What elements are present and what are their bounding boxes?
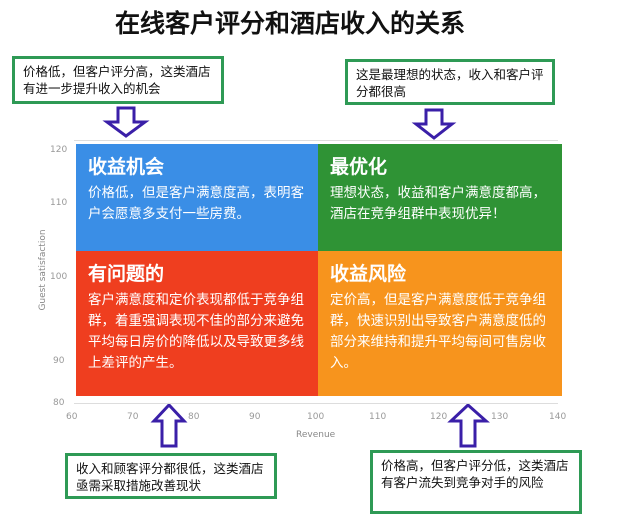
note-bottom-right: 价格高，但客户评分低，这类酒店有客户流失到竞争对手的风险 bbox=[370, 450, 582, 514]
y-tick: 120 bbox=[50, 145, 68, 155]
x-tick: 90 bbox=[249, 412, 261, 422]
note-bottom-left: 收入和顾客评分都很低，这类酒店亟需采取措施改善现状 bbox=[65, 453, 277, 499]
arrow-up-icon bbox=[447, 402, 490, 448]
y-tick: 90 bbox=[53, 356, 65, 366]
y-tick: 80 bbox=[53, 398, 65, 408]
x-tick: 110 bbox=[369, 412, 387, 422]
arrow-down-icon bbox=[102, 106, 150, 138]
quadrant-title: 收益机会 bbox=[88, 156, 165, 178]
arrow-down-icon bbox=[411, 108, 457, 140]
gridline bbox=[74, 403, 558, 404]
quadrant-revenue-opportunity: 收益机会 价格低，但是客户满意度高，表明客户会愿意多支付一些房费。 bbox=[76, 144, 318, 251]
quadrant-title: 有问题的 bbox=[88, 263, 165, 285]
quadrant-problematic: 有问题的 客户满意度和定价表现都低于竞争组群，着重强调表现不佳的部分来避免平均每… bbox=[76, 251, 318, 396]
y-axis-label: Guest satisfaction bbox=[38, 229, 48, 311]
arrow-up-icon bbox=[150, 402, 188, 448]
quadrant-text: 客户满意度和定价表现都低于竞争组群，着重强调表现不佳的部分来避免平均每日房价的降… bbox=[88, 292, 304, 371]
x-tick: 80 bbox=[188, 412, 200, 422]
x-axis-label: Revenue bbox=[296, 430, 336, 440]
y-tick: 110 bbox=[50, 198, 68, 208]
quadrant-text: 价格低，但是客户满意度高，表明客户会愿意多支付一些房费。 bbox=[88, 185, 304, 222]
quadrant-revenue-risk: 收益风险 定价高，但是客户满意度低于竞争组群，快速识别出导致客户满意度低的部分来… bbox=[318, 251, 562, 396]
note-top-left: 价格低，但客户评分高，这类酒店有进一步提升收入的机会 bbox=[12, 56, 224, 104]
x-tick: 60 bbox=[66, 412, 78, 422]
quadrant-text: 理想状态，收益和客户满意度都高，酒店在竞争组群中表现优异！ bbox=[330, 185, 546, 222]
quadrant-title: 最优化 bbox=[330, 156, 388, 178]
x-tick: 70 bbox=[127, 412, 139, 422]
quadrant-text: 定价高，但是客户满意度低于竞争组群，快速识别出导致客户满意度低的部分来维持和提升… bbox=[330, 292, 546, 371]
diagram-title: 在线客户评分和酒店收入的关系 bbox=[114, 9, 465, 38]
quadrant-title: 收益风险 bbox=[330, 263, 407, 285]
x-tick: 140 bbox=[549, 412, 567, 422]
x-tick: 130 bbox=[491, 412, 509, 422]
gridline bbox=[74, 140, 558, 141]
y-tick: 100 bbox=[50, 272, 68, 282]
note-top-right: 这是最理想的状态，收入和客户评分都很高 bbox=[345, 59, 555, 105]
x-tick: 120 bbox=[430, 412, 448, 422]
x-tick: 100 bbox=[307, 412, 325, 422]
quadrant-optimized: 最优化 理想状态，收益和客户满意度都高，酒店在竞争组群中表现优异！ bbox=[318, 144, 562, 251]
